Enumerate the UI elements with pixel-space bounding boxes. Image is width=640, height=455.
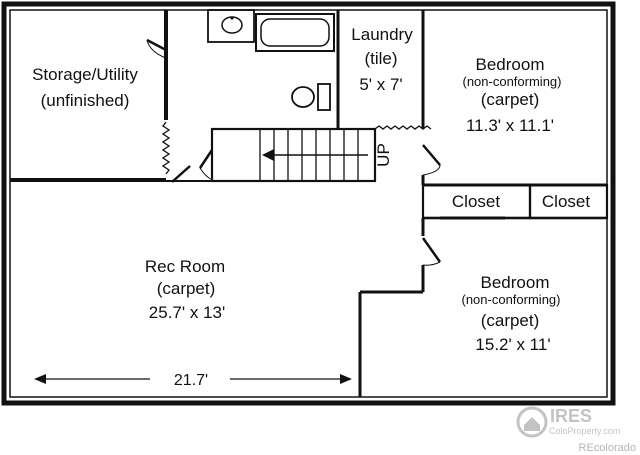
bath-door bbox=[171, 165, 191, 183]
storage-name: Storage/Utility bbox=[32, 65, 138, 84]
ires-url: ColoProperty.com bbox=[549, 426, 620, 436]
laundry-floor: (tile) bbox=[364, 49, 397, 68]
bedroom2-name: Bedroom bbox=[481, 273, 550, 292]
recolorado-credit: REcolorado bbox=[579, 442, 636, 454]
toilet-tank bbox=[317, 83, 331, 111]
bedroom1-name: Bedroom bbox=[476, 55, 545, 74]
storage-bifold-wall bbox=[161, 121, 171, 175]
rec-room-size: 25.7' x 13' bbox=[149, 303, 225, 322]
outer-wall bbox=[1, 1, 616, 406]
bedroom2-size: 15.2' x 11' bbox=[475, 335, 550, 354]
bathtub bbox=[255, 13, 335, 52]
sink-counter bbox=[207, 9, 255, 43]
laundry-name: Laundry bbox=[351, 25, 413, 44]
laundry-size: 5' x 7' bbox=[359, 75, 402, 94]
bedroom2-door bbox=[421, 237, 442, 263]
stairs-up-label: UP bbox=[374, 143, 393, 167]
bedroom1-door bbox=[422, 144, 441, 166]
dimension-label: 21.7' bbox=[174, 372, 208, 389]
laundry-bifold-door bbox=[374, 125, 432, 130]
ires-logo-text: IRES bbox=[550, 406, 592, 426]
toilet-bowl bbox=[291, 86, 315, 108]
sink-faucet bbox=[230, 16, 234, 20]
bedroom2-note: (non-conforming) bbox=[462, 292, 561, 307]
bedroom2-floor: (carpet) bbox=[481, 311, 540, 330]
dimension-arrow-left bbox=[34, 374, 46, 384]
storage-door bbox=[146, 38, 167, 52]
bedroom1-note: (non-conforming) bbox=[463, 74, 562, 89]
dimension-arrow-right bbox=[340, 374, 352, 384]
storage-door-swing bbox=[146, 39, 167, 59]
bedroom1-size: 11.3' x 11.1' bbox=[466, 116, 554, 135]
rec-room-floor: (carpet) bbox=[157, 279, 216, 298]
bedroom2-door-swing bbox=[422, 261, 441, 266]
closet1-name: Closet bbox=[452, 192, 500, 211]
stair-door bbox=[198, 149, 214, 169]
closet2-name: Closet bbox=[542, 192, 590, 211]
stairs bbox=[210, 127, 377, 183]
storage-note: (unfinished) bbox=[41, 91, 130, 110]
bedroom1-floor: (carpet) bbox=[481, 90, 540, 109]
stairs-arrowhead bbox=[262, 149, 274, 161]
bathtub-basin bbox=[260, 18, 330, 47]
stair-door-swing bbox=[199, 167, 213, 181]
rec-room-name: Rec Room bbox=[145, 257, 225, 276]
bedroom1-door-swing bbox=[422, 164, 441, 176]
ires-logo-house-icon bbox=[524, 417, 540, 431]
ires-logo-icon bbox=[516, 406, 548, 438]
ires-watermark: IRES ColoProperty.com bbox=[516, 406, 620, 438]
